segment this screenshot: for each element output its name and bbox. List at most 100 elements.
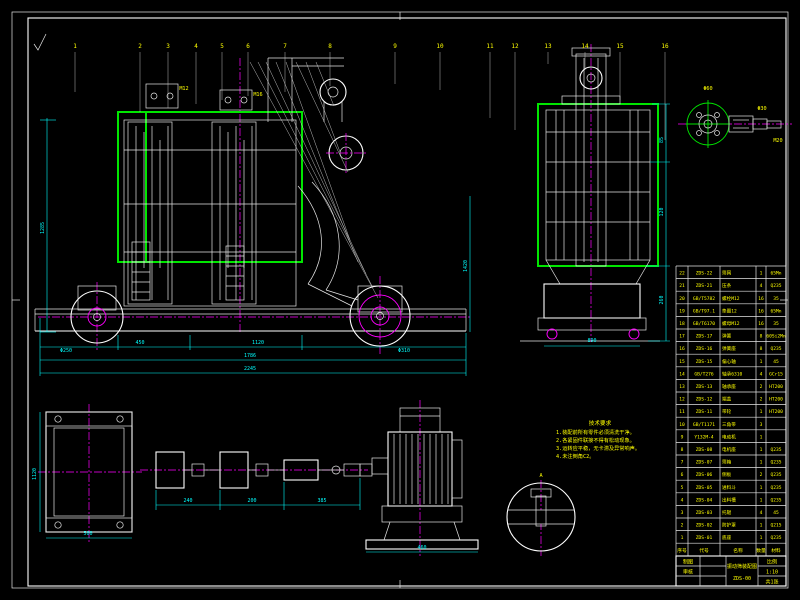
parts-cell: 35 <box>773 321 779 327</box>
front-view <box>34 57 471 376</box>
parts-cell: ZDS-16 <box>696 346 713 352</box>
parts-cell: HT200 <box>769 409 783 415</box>
parts-cell: 防护罩 <box>722 522 736 529</box>
parts-cell: 8 <box>760 334 763 340</box>
dimension-label: 1120 <box>32 468 38 480</box>
parts-cell: HT200 <box>769 397 783 403</box>
parts-cell: 16 <box>679 346 685 352</box>
parts-cell: ZDS-05 <box>696 485 713 491</box>
dimension-label: 385 <box>317 498 326 504</box>
parts-cell: GB/T276 <box>694 371 714 377</box>
parts-cell: 6 <box>681 472 684 478</box>
annotation-label: M16 <box>253 92 262 98</box>
dimension-label: 1285 <box>40 222 46 234</box>
notes-line: 4.未注倒角C2。 <box>556 452 594 460</box>
parts-cell: 螺母M12 <box>722 320 740 327</box>
notes-line: 2.各紧固件联接不得有松动现象。 <box>556 436 635 444</box>
parts-cell: GB/T97.1 <box>693 308 715 314</box>
parts-cell: GB/T5782 <box>693 296 715 302</box>
discharge-chute <box>297 181 359 307</box>
dimension-label: 85 <box>659 137 665 143</box>
balloon-number: 5 <box>220 43 224 50</box>
spring-left <box>131 241 151 301</box>
parts-cell: 65Mn <box>770 271 781 277</box>
parts-cell: ZDS-11 <box>696 409 713 415</box>
parts-cell: GB/T1171 <box>693 422 715 428</box>
dimension-label: 200 <box>247 498 256 504</box>
parts-cell: ZDS-13 <box>696 384 713 390</box>
parts-cell: 端盖 <box>722 396 732 403</box>
balloon-number: 12 <box>511 43 519 50</box>
parts-cell: 4 <box>760 510 763 516</box>
dimension-label: 120 <box>659 207 665 216</box>
parts-cell: 1 <box>760 535 763 541</box>
parts-cell: 带轮 <box>722 408 732 415</box>
balloon-number: 16 <box>661 43 669 50</box>
parts-cell: 15 <box>679 359 685 365</box>
parts-cell: 轴承6310 <box>722 370 742 377</box>
parts-cell: 3 <box>681 510 684 516</box>
sheet-value: 共1张 <box>765 579 778 586</box>
cylinder-cluster-left <box>127 83 179 305</box>
feed-pipe <box>267 57 344 122</box>
parts-cell: 电动机 <box>722 433 736 440</box>
kinematic-diagram <box>140 451 368 510</box>
parts-cell: 2 <box>681 523 684 529</box>
parts-cell: 11 <box>679 409 685 415</box>
parts-cell: 4 <box>760 371 763 377</box>
right-wheel <box>349 285 411 347</box>
parts-header: 序号 <box>677 547 687 554</box>
bolt-detail-view <box>506 480 576 556</box>
parts-cell: 侧板 <box>722 471 732 478</box>
parts-cell: 3 <box>760 422 763 428</box>
parts-cell: 三角带 <box>722 421 736 428</box>
notes-line: 3.运转应平稳，无卡滞及异常响声。 <box>556 444 640 452</box>
titleblock-checked-label: 审核 <box>683 569 693 576</box>
parts-cell: 1 <box>760 434 763 440</box>
parts-cell: 35 <box>773 296 779 302</box>
parts-cell: 65Mn <box>770 308 781 314</box>
balloon-number: 1 <box>73 43 77 50</box>
parts-cell: HT200 <box>769 384 783 390</box>
screen-top-view <box>38 404 142 542</box>
parts-cell: ZDS-15 <box>696 359 713 365</box>
dimension-label: 260 <box>659 295 665 304</box>
balloon-number: 8 <box>328 43 332 50</box>
parts-cell: 垫圈12 <box>722 307 737 314</box>
parts-cell: 4 <box>681 497 684 503</box>
parts-cell: 22 <box>679 271 685 277</box>
motor-view <box>359 400 479 556</box>
balloon-number: 3 <box>166 43 170 50</box>
screen-mesh <box>543 283 641 319</box>
annotation-label: A <box>539 473 543 479</box>
parts-cell: 10 <box>679 422 685 428</box>
dimension-label: 1786 <box>244 353 256 359</box>
parts-cell: 9 <box>681 434 684 440</box>
parts-cell: 4 <box>760 283 763 289</box>
parts-cell: ZDS-22 <box>696 271 713 277</box>
parts-cell: Q235 <box>770 472 781 478</box>
parts-cell: ZDS-02 <box>696 523 713 529</box>
side-view-dimension-lines <box>544 103 670 347</box>
parts-cell: 筛箱 <box>722 459 732 466</box>
dimension-label: 500 <box>83 531 92 537</box>
front-view-dimension-lines <box>39 118 471 376</box>
balloon-number: 4 <box>194 43 198 50</box>
parts-cell: 16 <box>758 321 764 327</box>
dimension-label: Φ310 <box>398 348 410 354</box>
parts-cell: Q235 <box>770 535 781 541</box>
parts-cell: 螺栓M12 <box>722 295 740 302</box>
parts-cell: 1 <box>760 523 763 529</box>
parts-cell: 18 <box>679 321 685 327</box>
balloon-number: 14 <box>581 43 589 50</box>
parts-cell: Q235 <box>770 497 781 503</box>
parts-cell: ZDS-12 <box>696 397 713 403</box>
parts-cell: 偏心轴 <box>722 358 736 365</box>
parts-cell: 2 <box>760 397 763 403</box>
parts-cell: 20 <box>679 296 685 302</box>
housing-outline <box>117 111 303 263</box>
dimension-label: 240 <box>183 498 192 504</box>
